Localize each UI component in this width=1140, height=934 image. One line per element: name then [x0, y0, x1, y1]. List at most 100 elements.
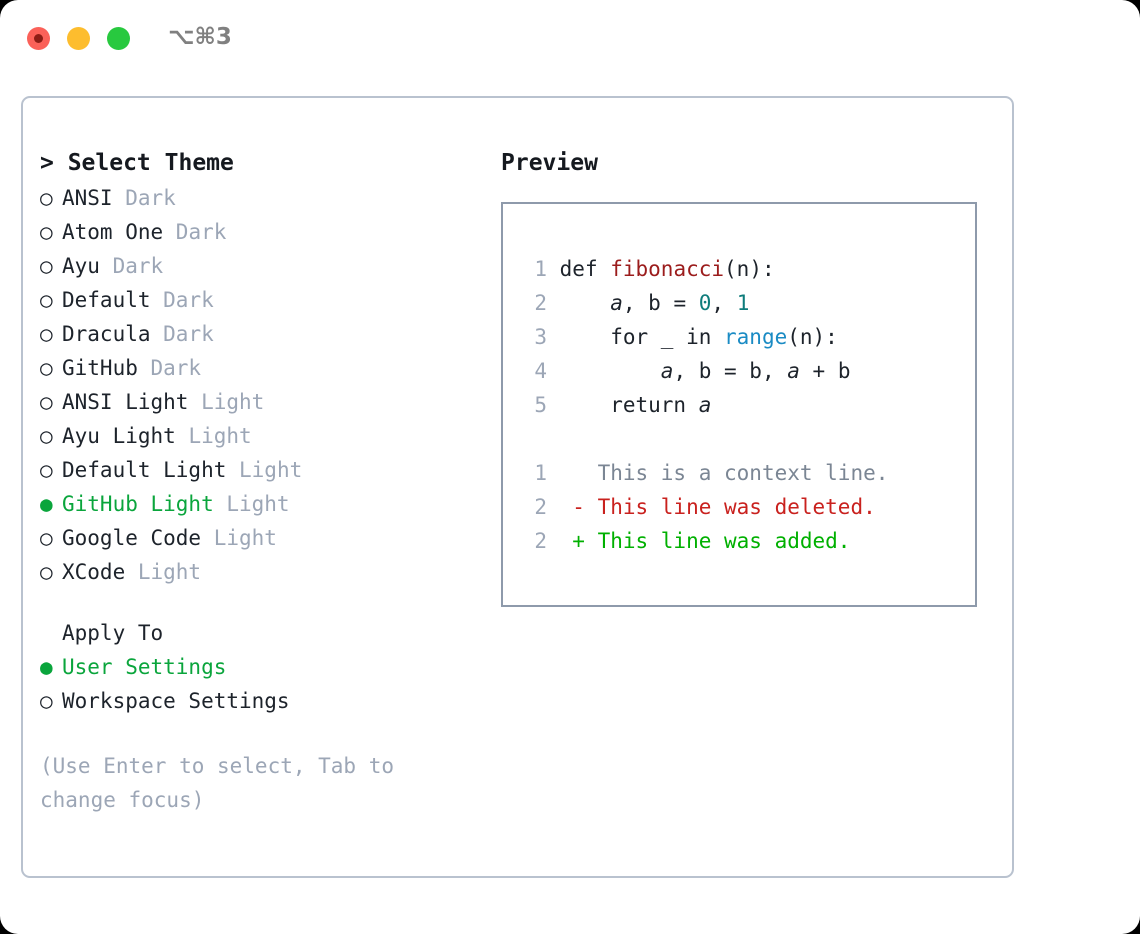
- theme-option-github-light[interactable]: ● GitHub Light Light: [40, 487, 490, 521]
- diff-sample: 1 This is a context line.2 - This line w…: [521, 456, 975, 558]
- theme-option-label: Google Code: [62, 526, 202, 550]
- apply-to-option-label: Workspace Settings: [62, 689, 290, 713]
- theme-option-category: Dark: [99, 254, 164, 278]
- code-indent: [547, 257, 560, 281]
- diff-line-del: 2 - This line was deleted.: [521, 490, 975, 524]
- code-indent: [547, 393, 610, 417]
- theme-option-category: Light: [201, 526, 277, 550]
- radio-selected-icon[interactable]: ●: [40, 492, 53, 516]
- theme-option-default[interactable]: ○ Default Dark: [40, 283, 490, 317]
- line-number: 2: [534, 495, 547, 519]
- radio-unselected-icon[interactable]: ○: [40, 220, 53, 244]
- theme-option-category: Light: [213, 492, 290, 516]
- theme-option-category: Dark: [137, 356, 202, 380]
- theme-option-label: Ayu: [62, 254, 100, 278]
- radio-unselected-icon[interactable]: ○: [40, 689, 53, 713]
- theme-option-ansi[interactable]: ○ANSI Dark: [40, 181, 490, 215]
- theme-option-category: Light: [125, 560, 202, 584]
- theme-option-label: GitHub Light: [62, 492, 214, 516]
- theme-selection-column: > Select Theme ○ANSI Dark○Atom One Dark○…: [40, 146, 490, 817]
- theme-option-dracula[interactable]: ○ Dracula Dark: [40, 317, 490, 351]
- preview-column: Preview 1 def fibonacci(n):2 a, b = 0, 1…: [501, 146, 991, 607]
- radio-unselected-icon[interactable]: ○: [40, 288, 53, 312]
- line-number: 2: [534, 291, 547, 315]
- code-token-plain: (n):: [724, 257, 775, 281]
- theme-option-ansi-light[interactable]: ○ANSI Light Light: [40, 385, 490, 419]
- diff-line-ctx: 1 This is a context line.: [521, 456, 975, 490]
- close-icon[interactable]: [27, 27, 50, 50]
- theme-option-google-code[interactable]: ○ Google Code Light: [40, 521, 490, 555]
- apply-to-list: ● User Settings ○ Workspace Settings: [40, 650, 490, 718]
- title-bar: ⌥⌘3: [0, 0, 1140, 76]
- theme-option-label: XCode: [62, 560, 126, 584]
- code-indent: [547, 291, 610, 315]
- minimize-icon[interactable]: [67, 27, 90, 50]
- theme-option-default-light[interactable]: ○Default Light Light: [40, 453, 490, 487]
- radio-unselected-icon[interactable]: ○: [40, 526, 53, 550]
- theme-option-ayu[interactable]: ○ Ayu Dark: [40, 249, 490, 283]
- apply-to-section: Apply To ● User Settings ○ Workspace Settin…: [40, 616, 490, 718]
- theme-option-label: Atom One: [62, 220, 164, 244]
- main-panel: > Select Theme ○ANSI Dark○Atom One Dark○…: [21, 96, 1014, 878]
- apply-to-option-label: User Settings: [62, 655, 227, 679]
- code-token-var: a: [610, 291, 623, 315]
- theme-option-category: Dark: [150, 322, 214, 346]
- theme-option-label: Default Light: [62, 458, 227, 482]
- code-indent: [547, 325, 610, 349]
- radio-unselected-icon[interactable]: ○: [40, 390, 53, 414]
- maximize-icon[interactable]: [107, 27, 130, 50]
- keyboard-hint: (Use Enter to select, Tab to change focu…: [40, 754, 395, 812]
- apply-to-option-user-settings[interactable]: ● User Settings: [40, 650, 490, 684]
- code-token-var: a: [660, 359, 674, 383]
- theme-option-label: ANSI: [62, 186, 113, 210]
- radio-unselected-icon[interactable]: ○: [40, 254, 53, 278]
- line-number: 3: [534, 325, 547, 349]
- theme-option-category: Light: [175, 424, 252, 448]
- code-indent: [547, 359, 661, 383]
- line-number: 5: [534, 393, 547, 417]
- theme-option-github[interactable]: ○GitHub Dark: [40, 351, 490, 385]
- apply-to-title: Apply To: [62, 621, 164, 645]
- theme-option-label: Default: [62, 288, 151, 312]
- line-number: 2: [534, 529, 547, 553]
- radio-unselected-icon[interactable]: ○: [40, 186, 53, 210]
- radio-unselected-icon[interactable]: ○: [40, 424, 53, 448]
- diff-marker: [547, 461, 598, 485]
- radio-selected-icon[interactable]: ●: [40, 655, 53, 679]
- theme-option-label: Dracula: [62, 322, 151, 346]
- diff-line-add: 2 + This line was added.: [521, 524, 975, 558]
- theme-list: ○ ANSI Dark ○ Atom One Dark ○ Ayu Dark ○ Defaul…: [40, 181, 490, 589]
- code-token-var: a: [787, 359, 800, 383]
- diff-text: This line was added.: [597, 529, 851, 553]
- line-number: 1: [534, 257, 547, 281]
- line-number: 1: [534, 461, 547, 485]
- diff-text: This is a context line.: [597, 461, 889, 485]
- code-token-plain: b: [648, 291, 661, 315]
- code-token-plain: (n):: [787, 325, 838, 349]
- code-line: 5 return a: [521, 388, 975, 422]
- keyboard-shortcut-label: ⌥⌘3: [168, 24, 232, 50]
- theme-option-xcode[interactable]: ○ XCode Light: [40, 555, 490, 589]
- diff-marker: +: [547, 529, 598, 553]
- theme-option-category: Dark: [150, 288, 214, 312]
- radio-unselected-icon[interactable]: ○: [40, 458, 53, 482]
- radio-unselected-icon[interactable]: ○: [40, 356, 53, 380]
- code-token-var: a: [698, 393, 712, 417]
- code-token-kw: def: [559, 257, 611, 281]
- apply-to-option-workspace-settings[interactable]: ○ Workspace Settings: [40, 684, 490, 718]
- radio-unselected-icon[interactable]: ○: [40, 322, 53, 346]
- theme-option-atom-one[interactable]: ○Atom One Dark: [40, 215, 490, 249]
- preview-title: Preview: [501, 150, 598, 176]
- diff-text: This line was deleted.: [597, 495, 876, 519]
- code-token-plain: =: [660, 291, 699, 315]
- code-line: 3 for _ in range(n):: [521, 320, 975, 354]
- theme-option-ayu-light[interactable]: ○Ayu Light Light: [40, 419, 490, 453]
- theme-option-label: ANSI Light: [62, 390, 189, 414]
- code-line: 2 a, b = 0, 1: [521, 286, 975, 320]
- code-token-plain: for _ in: [610, 325, 725, 349]
- code-token-plain: ,: [622, 291, 649, 315]
- radio-unselected-icon[interactable]: ○: [40, 560, 53, 584]
